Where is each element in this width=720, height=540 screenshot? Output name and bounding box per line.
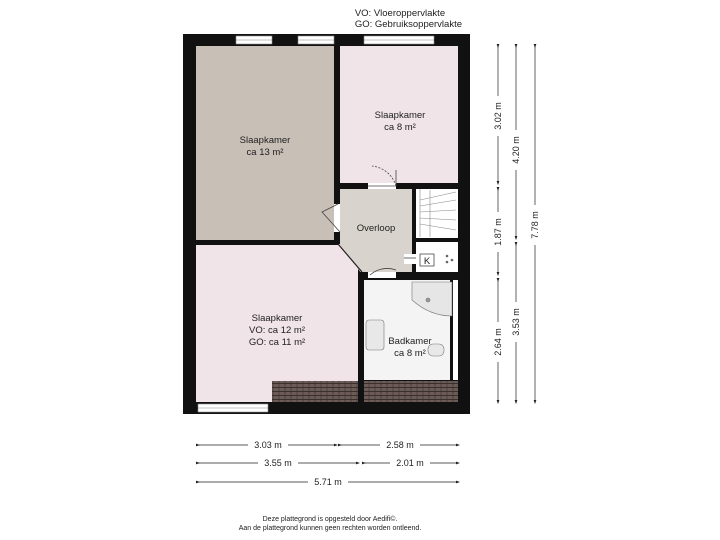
- windows: [197, 35, 435, 413]
- room-slaapkamer-13: [196, 46, 334, 240]
- room-area-badkamer: ca 8 m²: [394, 348, 426, 359]
- interior-walls: [196, 46, 458, 402]
- bathroom-fixtures: [365, 281, 453, 357]
- room-go-slaapkamer-12: GO: ca 11 m²: [249, 337, 305, 348]
- dim-bottom-3: 5.71 m: [314, 477, 342, 487]
- shower-tray: [411, 281, 453, 317]
- room-label-overloop: Overloop: [357, 223, 396, 234]
- stair-treads: [419, 189, 457, 237]
- room-label-slaapkamer-12: Slaapkamer: [252, 313, 303, 324]
- roof-edge: [272, 381, 458, 402]
- dim-bottom-2b: 2.01 m: [396, 458, 424, 468]
- kast-box: [419, 253, 435, 267]
- legend-vo: VO: Vloeroppervlakte: [354, 8, 446, 19]
- room-vo-slaapkamer-12: VO: ca 12 m²: [249, 325, 305, 336]
- footer-line-2: Aan de plattegrond kunnen geen rechten w…: [238, 525, 422, 532]
- stairs: [416, 189, 458, 239]
- dim-bottom-1b: 2.58 m: [386, 440, 414, 450]
- room-overloop: [338, 189, 412, 274]
- room-slaapkamer-12: [196, 244, 358, 402]
- room-label-slaapkamer-13: Slaapkamer: [240, 135, 291, 146]
- room-area-slaapkamer-13: ca 13 m²: [247, 147, 284, 158]
- dim-bottom-2a: 3.55 m: [264, 458, 292, 468]
- legend: VO: Vloeroppervlakte GO: Gebruiksoppervl…: [355, 8, 462, 30]
- dim-right-2a: 4.20 m: [511, 136, 521, 164]
- room-label-slaapkamer-8: Slaapkamer: [375, 110, 426, 121]
- room-label-badkamer: Badkamer: [388, 336, 431, 347]
- washbasin: [365, 319, 385, 351]
- dimension-labels-right: 3.02 m 1.87 m 2.64 m 4.20 m 3.53 m 7.78 …: [492, 96, 541, 362]
- dim-right-1c: 2.64 m: [493, 328, 503, 356]
- dim-right-2b: 3.53 m: [511, 308, 521, 336]
- footer-line-1: Deze plattegrond is opgesteld door Aedif…: [262, 516, 398, 523]
- room-slaapkamer-8: [340, 46, 458, 183]
- dim-right-1a: 3.02 m: [493, 102, 503, 130]
- bathroom-strip: [452, 280, 458, 380]
- legend-go: GO: Gebruiksoppervlakte: [354, 19, 462, 30]
- toilet: [427, 343, 445, 357]
- room-area-slaapkamer-8: ca 8 m²: [384, 122, 416, 133]
- dim-right-3: 7.78 m: [530, 211, 540, 239]
- dim-bottom-1a: 3.03 m: [254, 440, 282, 450]
- dim-right-1b: 1.87 m: [493, 218, 503, 246]
- dimension-labels-bottom: 3.03 m 2.58 m 3.55 m 2.01 m 5.71 m: [248, 439, 430, 488]
- doors: [321, 165, 416, 278]
- kast-label: K: [424, 256, 431, 267]
- footer-disclaimer: Deze plattegrond is opgesteld door Aedif…: [0, 515, 720, 533]
